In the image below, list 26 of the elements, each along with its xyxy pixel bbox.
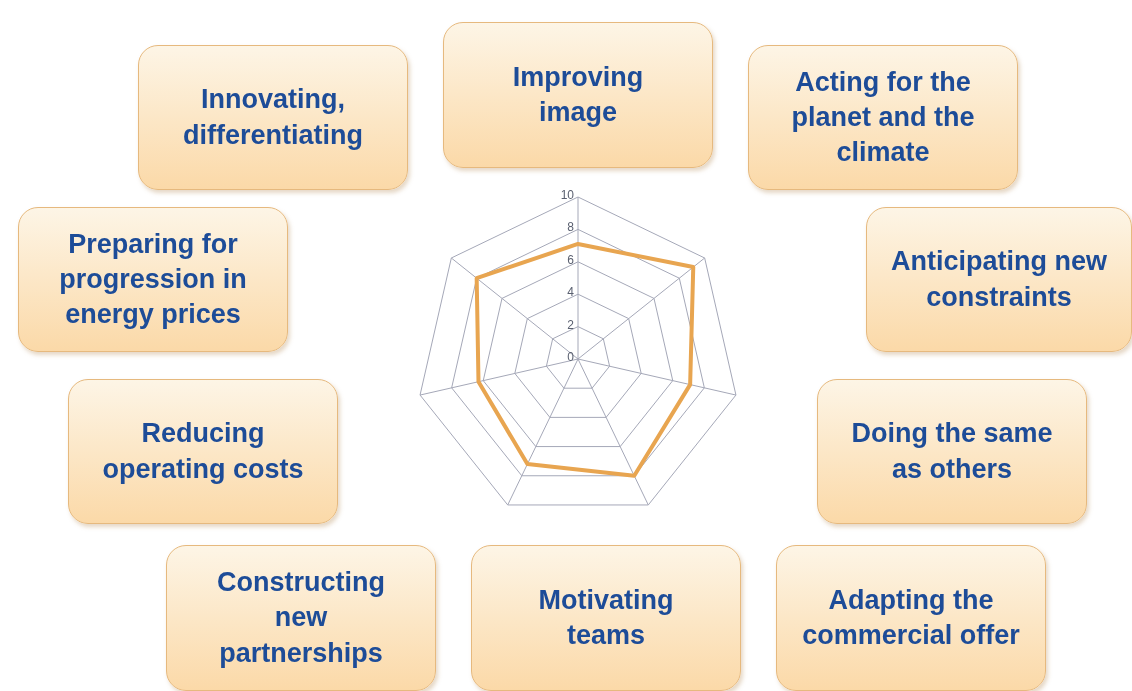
goal-text: Preparing for progression in energy prices — [58, 227, 248, 332]
goal-text: Acting for the planet and the climate — [790, 65, 976, 170]
goal-text: Improving image — [511, 60, 645, 129]
goal-box — [471, 545, 741, 691]
goal-box — [776, 545, 1046, 691]
goal-box — [68, 379, 338, 524]
goal-text: Anticipating new constraints — [890, 245, 1108, 314]
goal-box — [18, 207, 288, 352]
goal-box — [443, 22, 713, 168]
tick-label: 0 — [567, 351, 574, 363]
goal-box — [866, 207, 1132, 352]
goal-text: Motivating teams — [537, 583, 675, 652]
goal-box — [138, 45, 408, 190]
goal-text: Constructing new partnerships — [216, 566, 386, 670]
tick-label: 6 — [567, 253, 574, 266]
goal-text: Innovating, differentiating — [182, 83, 364, 152]
goal-text: Doing the same as others — [850, 417, 1054, 486]
goal-box — [817, 379, 1087, 524]
tick-label: 2 — [567, 318, 574, 331]
goal-text: Adapting the commercial offer — [801, 583, 1021, 652]
tick-label: 4 — [567, 286, 574, 299]
goal-box — [748, 45, 1018, 190]
goal-box — [166, 545, 436, 691]
goal-text: Reducing operating costs — [101, 417, 305, 486]
tick-label: 10 — [560, 189, 574, 201]
tick-label: 8 — [567, 221, 574, 234]
